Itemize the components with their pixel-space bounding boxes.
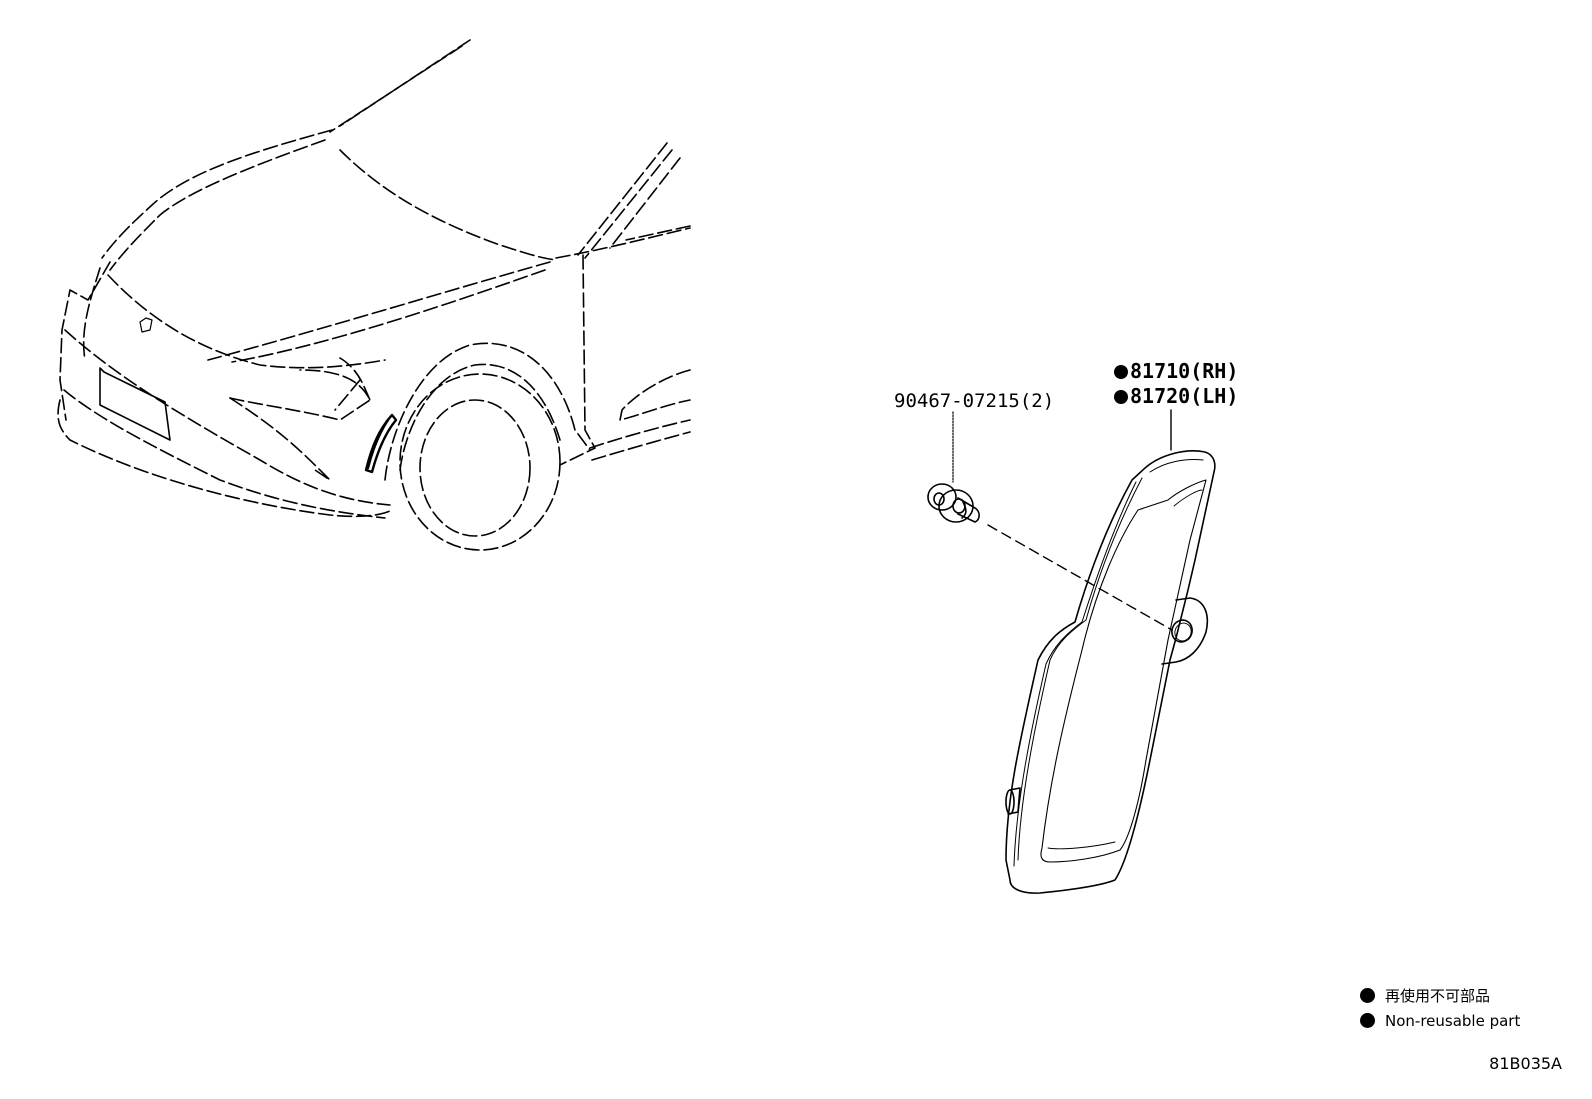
lamp-lh-part-number-text: 81720(LH) bbox=[1130, 384, 1239, 408]
clip-part-number-text: 90467-07215(2) bbox=[894, 390, 1055, 412]
legend-text-english: Non-reusable part bbox=[1385, 1012, 1521, 1030]
lamp-rh-part-label[interactable]: 81710(RH) bbox=[1114, 361, 1238, 381]
clip-part-label[interactable]: 90467-07215(2) bbox=[894, 392, 1054, 411]
lamp-lh-part-label[interactable]: 81720(LH) bbox=[1114, 386, 1238, 406]
vehicle-phantom-outline bbox=[57, 39, 691, 551]
filled-circle-icon bbox=[1360, 1013, 1375, 1028]
legend-item-japanese: 再使用不可部品 bbox=[1360, 988, 1490, 1004]
non-reusable-dot-icon bbox=[1114, 390, 1128, 404]
non-reusable-dot-icon bbox=[1114, 365, 1128, 379]
legend-text-japanese: 再使用不可部品 bbox=[1385, 987, 1491, 1005]
side-marker-lamp-81710-81720-drawing bbox=[1005, 409, 1216, 894]
clip-90467-07215-drawing bbox=[927, 411, 1173, 631]
legend-item-english: Non-reusable part bbox=[1360, 1013, 1520, 1029]
illustration-code: 81B035A bbox=[1489, 1054, 1562, 1073]
installed-side-marker-lamp bbox=[364, 413, 398, 474]
lamp-rh-part-number-text: 81710(RH) bbox=[1130, 359, 1239, 383]
filled-circle-icon bbox=[1360, 988, 1375, 1003]
